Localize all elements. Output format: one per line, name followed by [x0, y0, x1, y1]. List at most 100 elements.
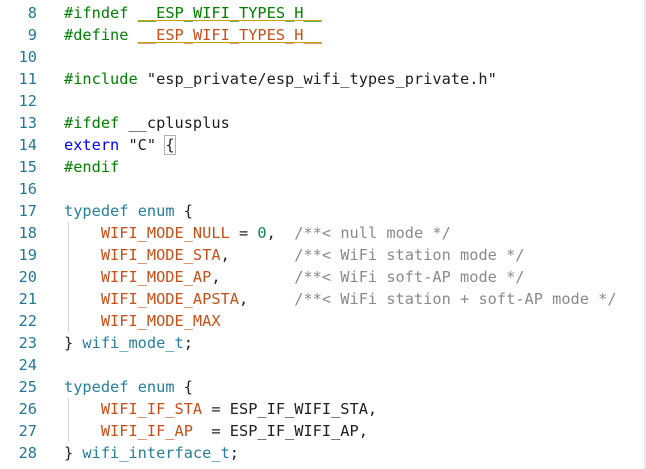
- code-text: extern "C" {: [64, 134, 176, 156]
- code-token: {: [164, 135, 176, 155]
- code-line[interactable]: 24: [0, 354, 646, 376]
- code-token: WIFI_IF_STA: [64, 400, 203, 418]
- indent-guide: [68, 222, 69, 244]
- scrollbar-track[interactable]: [644, 0, 646, 469]
- code-token: typedef: [64, 378, 138, 396]
- line-number: 19: [18, 246, 37, 264]
- indent-guide: [68, 420, 69, 442]
- indent-guide: [68, 310, 69, 332]
- code-token: ,: [266, 224, 295, 242]
- code-line[interactable]: 18 WIFI_MODE_NULL = 0, /**< null mode */: [0, 222, 646, 244]
- code-token: WIFI_MODE_APSTA: [64, 290, 239, 308]
- code-token: WIFI_IF_AP: [64, 422, 193, 440]
- code-token: __ESP_WIFI_TYPES_H__: [137, 4, 322, 22]
- code-token: "C": [128, 136, 166, 154]
- code-line[interactable]: 27 WIFI_IF_AP = ESP_IF_WIFI_AP,: [0, 420, 646, 442]
- code-token: "esp_private/esp_wifi_types_private.h": [146, 70, 497, 88]
- line-number: 26: [18, 400, 37, 418]
- line-number: 12: [18, 92, 37, 110]
- code-token: #define: [64, 26, 138, 44]
- line-number: 18: [18, 224, 37, 242]
- code-text: #ifdef __cplusplus: [64, 112, 230, 134]
- code-line[interactable]: 14 extern "C" {: [0, 134, 646, 156]
- code-token: ;: [229, 444, 239, 462]
- code-line[interactable]: 9 #define __ESP_WIFI_TYPES_H__: [0, 24, 646, 46]
- code-line[interactable]: 16: [0, 178, 646, 200]
- code-text: #define __ESP_WIFI_TYPES_H__: [64, 24, 322, 46]
- code-line[interactable]: 15 #endif: [0, 156, 646, 178]
- indent-guide: [68, 398, 69, 420]
- code-token: enum: [137, 378, 184, 396]
- line-number: 23: [18, 334, 37, 352]
- code-token: enum: [137, 202, 184, 220]
- code-line[interactable]: 12: [0, 90, 646, 112]
- code-token: __cplusplus: [128, 114, 230, 132]
- line-number: 16: [18, 180, 37, 198]
- code-token: extern: [64, 136, 129, 154]
- code-line[interactable]: 8#ifndef __ESP_WIFI_TYPES_H__: [0, 2, 646, 24]
- code-token: WIFI_MODE_MAX: [64, 312, 221, 330]
- line-number: 20: [18, 268, 37, 286]
- code-token: =: [229, 224, 258, 242]
- code-text: WIFI_MODE_AP, /**< WiFi soft-AP mode */: [64, 266, 525, 288]
- code-line[interactable]: 13 #ifdef __cplusplus: [0, 112, 646, 134]
- code-line[interactable]: 28} wifi_interface_t;: [0, 442, 646, 464]
- line-number: 11: [18, 70, 37, 88]
- code-text: #include "esp_private/esp_wifi_types_pri…: [64, 68, 497, 90]
- indent-guide: [68, 266, 69, 288]
- line-number: 15: [18, 158, 37, 176]
- code-line[interactable]: 26 WIFI_IF_STA = ESP_IF_WIFI_STA,: [0, 398, 646, 420]
- line-number: 10: [18, 48, 37, 66]
- code-token: typedef: [64, 202, 138, 220]
- code-line[interactable]: 20 WIFI_MODE_AP, /**< WiFi soft-AP mode …: [0, 266, 646, 288]
- code-token: ,: [211, 268, 295, 286]
- code-text: WIFI_MODE_NULL = 0, /**< null mode */: [64, 222, 451, 244]
- code-token: /**< WiFi soft-AP mode */: [294, 268, 525, 286]
- line-number: 9: [27, 26, 37, 44]
- line-number: 22: [18, 312, 37, 330]
- code-token: #endif: [64, 158, 120, 176]
- code-line[interactable]: 22 WIFI_MODE_MAX: [0, 310, 646, 332]
- code-token: #ifdef: [64, 114, 129, 132]
- code-line[interactable]: 19 WIFI_MODE_STA, /**< WiFi station mode…: [0, 244, 646, 266]
- line-number: 21: [18, 290, 37, 308]
- code-token: WIFI_MODE_AP: [64, 268, 212, 286]
- code-token: {: [183, 202, 193, 220]
- code-token: ;: [183, 334, 193, 352]
- code-token: wifi_interface_t: [82, 444, 230, 462]
- code-line[interactable]: 21 WIFI_MODE_APSTA, /**< WiFi station + …: [0, 288, 646, 310]
- code-text: WIFI_MODE_STA, /**< WiFi station mode */: [64, 244, 525, 266]
- code-token: ,: [220, 246, 295, 264]
- code-line[interactable]: 11 #include "esp_private/esp_wifi_types_p…: [0, 68, 646, 90]
- code-token: }: [64, 334, 83, 352]
- code-text: typedef enum {: [64, 376, 193, 398]
- code-text: } wifi_mode_t;: [64, 332, 193, 354]
- code-token: = ESP_IF_WIFI_STA,: [202, 400, 378, 418]
- code-token: 0: [257, 224, 267, 242]
- line-number: 8: [27, 4, 37, 22]
- line-number: 24: [18, 356, 37, 374]
- line-number: 13: [18, 114, 37, 132]
- code-token: WIFI_MODE_STA: [64, 246, 221, 264]
- code-text: #endif: [64, 156, 119, 178]
- code-token: ,: [238, 290, 295, 308]
- code-text: typedef enum {: [64, 200, 193, 222]
- line-number: 14: [18, 136, 37, 154]
- indent-guide: [68, 288, 69, 310]
- code-line[interactable]: 10: [0, 46, 646, 68]
- code-token: /**< WiFi station mode */: [294, 246, 525, 264]
- code-token: __ESP_WIFI_TYPES_H__: [137, 26, 322, 44]
- code-text: } wifi_interface_t;: [64, 442, 239, 464]
- code-token: WIFI_MODE_NULL: [64, 224, 230, 242]
- code-token: #include: [64, 70, 147, 88]
- code-line[interactable]: 25 typedef enum {: [0, 376, 646, 398]
- line-number: 17: [18, 202, 37, 220]
- indent-guide: [68, 244, 69, 266]
- code-line[interactable]: 17 typedef enum {: [0, 200, 646, 222]
- line-number: 25: [18, 378, 37, 396]
- code-text: WIFI_IF_STA = ESP_IF_WIFI_STA,: [64, 398, 377, 420]
- code-text: WIFI_MODE_APSTA, /**< WiFi station + sof…: [64, 288, 617, 310]
- code-line[interactable]: 23 } wifi_mode_t;: [0, 332, 646, 354]
- code-text: WIFI_MODE_MAX: [64, 310, 221, 332]
